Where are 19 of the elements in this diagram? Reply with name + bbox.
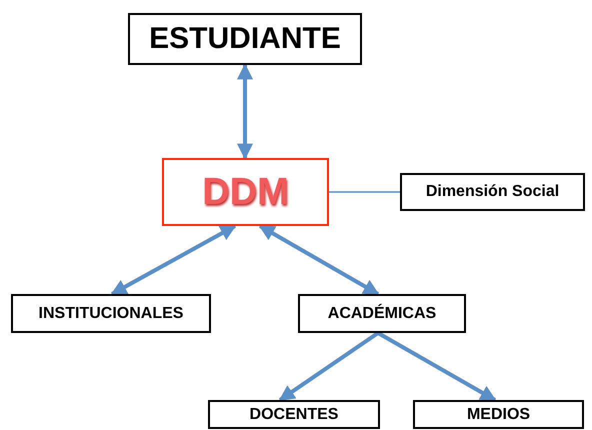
category-box xyxy=(208,400,380,429)
category-box xyxy=(298,294,466,333)
box-label: Dimensión Social xyxy=(426,183,560,201)
box-label: DDM xyxy=(202,170,289,214)
category-box xyxy=(413,400,584,429)
connector-arrow xyxy=(377,331,496,402)
connector-arrow xyxy=(237,63,253,160)
box-label: ACADÉMICAS xyxy=(328,304,436,322)
box-label: DOCENTES xyxy=(250,406,338,424)
box-label: ESTUDIANTE xyxy=(149,22,341,56)
central-box xyxy=(162,158,329,226)
category-box xyxy=(400,173,585,211)
title-box xyxy=(128,13,362,65)
box-label: INSTITUCIONALES xyxy=(38,304,184,322)
connector-arrow xyxy=(110,224,236,296)
connector-arrow xyxy=(278,331,380,402)
box-label: MEDIOS xyxy=(466,406,530,424)
category-box xyxy=(11,294,211,333)
connector-arrow xyxy=(258,224,380,296)
